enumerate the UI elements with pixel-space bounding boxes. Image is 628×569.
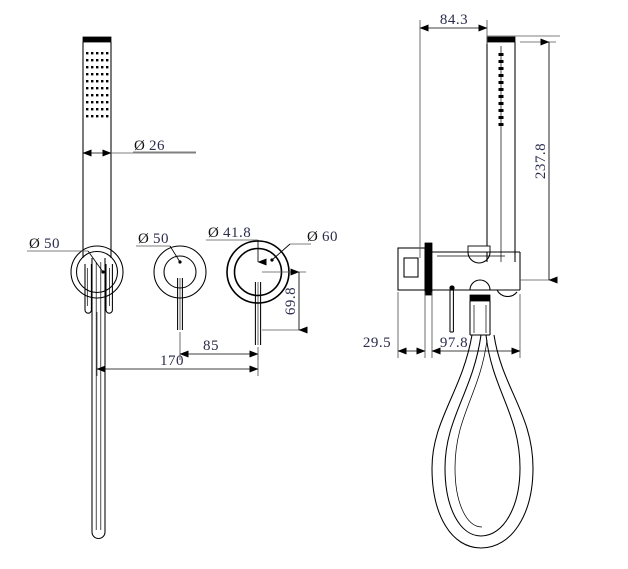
diameter-symbol: Ø [138, 231, 149, 247]
diameter-symbol: Ø [307, 229, 318, 245]
spray-nozzle-column [498, 53, 504, 126]
side-dimension-lines [397, 20, 560, 358]
spray-face-pattern [86, 52, 109, 118]
front-dimension-lines [27, 149, 311, 376]
shower-handset-side [486, 36, 516, 262]
dim-label-spacing-85: 85 [203, 338, 219, 354]
dim-label-diameter-mixer-outer-60: Ø 60 [307, 229, 338, 245]
diameter-symbol: Ø [29, 236, 40, 252]
dim-label-wall-projection-29-5: 29.5 [363, 335, 391, 351]
diameter-symbol: Ø [208, 225, 219, 241]
front-elevation-view [70, 36, 290, 540]
dim-label-offset-84-3: 84.3 [440, 12, 468, 28]
handset-holder-escutcheon [70, 245, 124, 314]
dim-value: 50 [153, 231, 169, 247]
dim-value: 50 [44, 236, 60, 252]
outlet-elbow [469, 279, 518, 336]
dim-label-diameter-holder-50: Ø 50 [29, 236, 60, 252]
dim-value: 60 [322, 229, 338, 245]
diverter-escutcheon [153, 245, 207, 330]
dim-label-diameter-handset-26: Ø 26 [134, 138, 165, 154]
shower-hose-loop [431, 334, 534, 549]
dim-label-diameter-diverter-50: Ø 50 [138, 231, 169, 247]
dim-value: 41.8 [223, 225, 251, 241]
dim-label-diameter-mixer-inner-41-8: Ø 41.8 [208, 225, 251, 241]
dim-label-spacing-170: 170 [160, 353, 184, 369]
dim-label-body-projection-97-8: 97.8 [440, 335, 468, 351]
dim-label-handset-length-237-8: 237.8 [533, 143, 549, 179]
dim-label-handle-height-69-8: 69.8 [283, 287, 299, 315]
dim-value: 26 [149, 138, 165, 154]
wall-mount-body [397, 242, 521, 333]
diameter-symbol: Ø [134, 138, 145, 154]
side-elevation-view [397, 36, 534, 549]
